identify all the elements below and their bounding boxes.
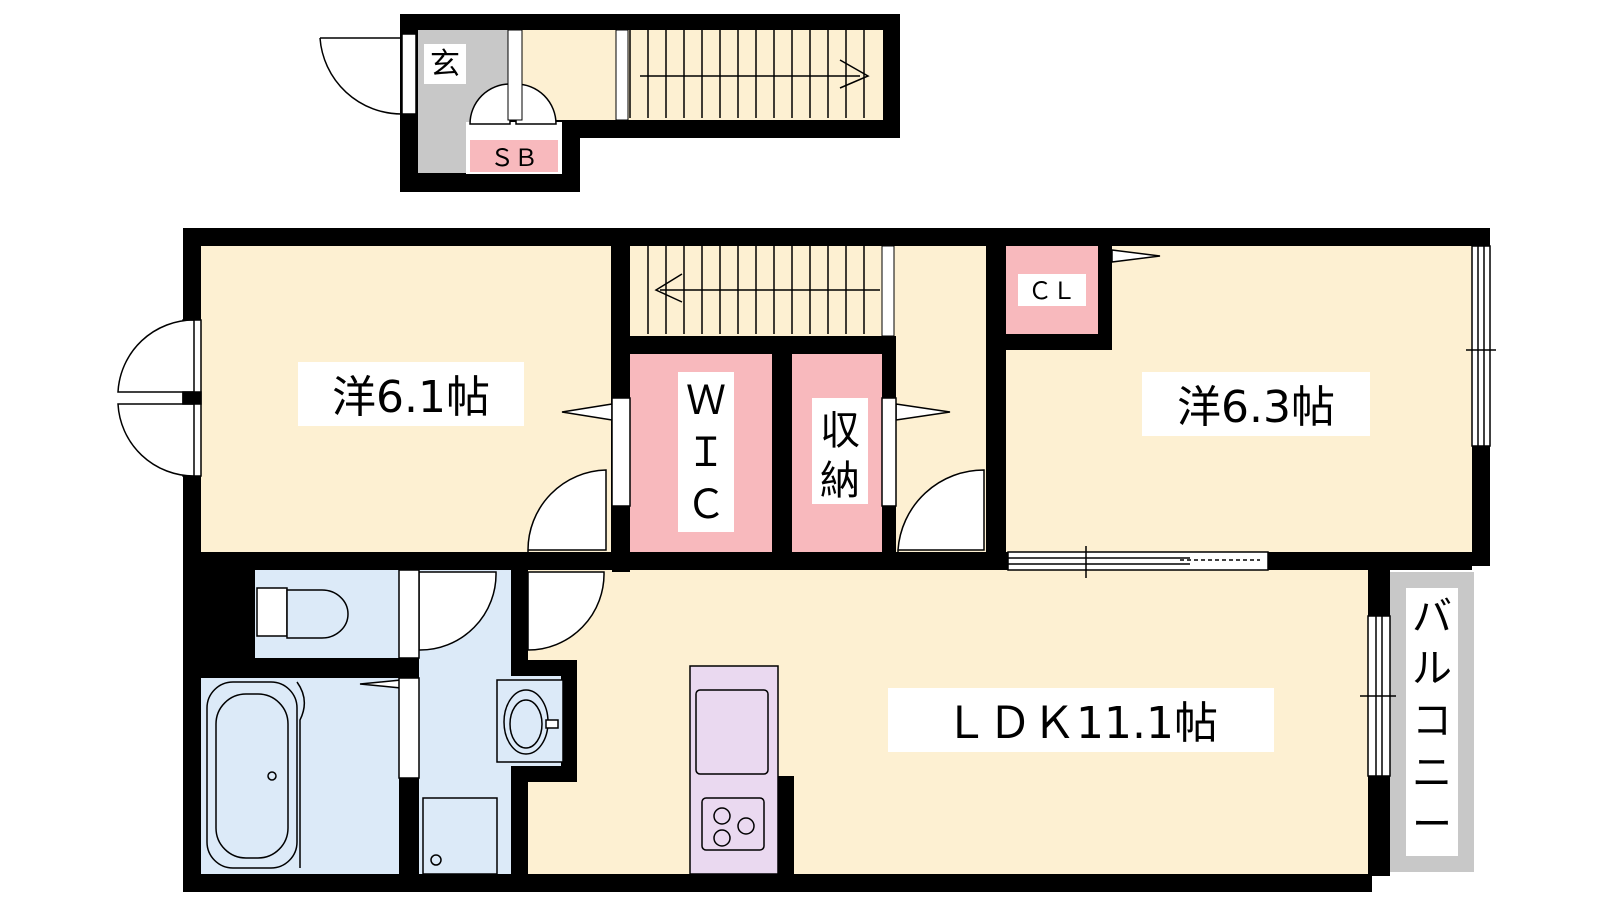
sb-wing-clip: [580, 138, 910, 198]
hall-floor: [508, 30, 883, 120]
hall-doorway: [507, 29, 523, 121]
room1-label-bg: [298, 362, 524, 426]
stairs-floor: [630, 246, 896, 336]
closet-wall-right: [1098, 246, 1112, 350]
balcony-label-2: ル: [1412, 646, 1452, 692]
room1-window-doors: [117, 319, 202, 477]
kitchen-wall: [778, 776, 794, 874]
wic-label-w: Ｗ: [686, 378, 726, 424]
shoe-box-label: ＳＢ: [490, 144, 538, 172]
entrance-label-bg: [424, 44, 466, 84]
stair-rail: [615, 29, 629, 121]
western-room-1-label: 洋6.1帖: [332, 372, 490, 423]
balcony-label-3: コ: [1412, 698, 1452, 744]
balcony-label-4: ニ: [1412, 750, 1452, 796]
washing-machine-icon: [422, 797, 498, 875]
closet-wall-bottom: [1006, 334, 1112, 350]
door-markers: [359, 249, 1161, 779]
storage-label-1: 収: [820, 408, 860, 454]
balcony-label-1: バ: [1412, 594, 1452, 640]
sb-box: [470, 140, 558, 172]
room2-sliding-door: [1007, 546, 1269, 578]
main-stair-rail: [881, 245, 895, 337]
kitchen-sink-icon: [695, 689, 769, 775]
main-stairs: [647, 246, 880, 334]
balcony-label-5: ー: [1412, 802, 1452, 848]
storage-label-2: 納: [820, 458, 860, 504]
ldk-label: ＬＤＫ11.1帖: [944, 698, 1218, 749]
toilet-icon: [256, 587, 349, 639]
entry-door: [319, 33, 417, 115]
stove-icon: [701, 797, 765, 851]
bathtub-icon: [206, 681, 306, 869]
wic-label-bg: [678, 372, 734, 532]
room2-label-bg: [1142, 372, 1370, 436]
ldk-label-bg: [888, 688, 1274, 752]
entrance-label: 玄: [430, 47, 460, 82]
wic-label-i: Ｉ: [686, 430, 726, 476]
door-swings: [418, 469, 985, 651]
entrance-block: [319, 14, 910, 198]
entry-stairs: [629, 30, 870, 118]
closet-label: ＣＬ: [1028, 277, 1076, 305]
room2-window: [1466, 245, 1496, 447]
wic-label-c: Ｃ: [686, 482, 726, 528]
balcony-label-bg: [1406, 588, 1458, 856]
closet-label-bg: [1018, 274, 1086, 306]
storage-label-bg: [812, 398, 868, 504]
ldk-balcony-window: [1360, 615, 1396, 777]
washbasin-icon: [496, 679, 564, 763]
western-room-2-label: 洋6.3帖: [1177, 382, 1335, 433]
